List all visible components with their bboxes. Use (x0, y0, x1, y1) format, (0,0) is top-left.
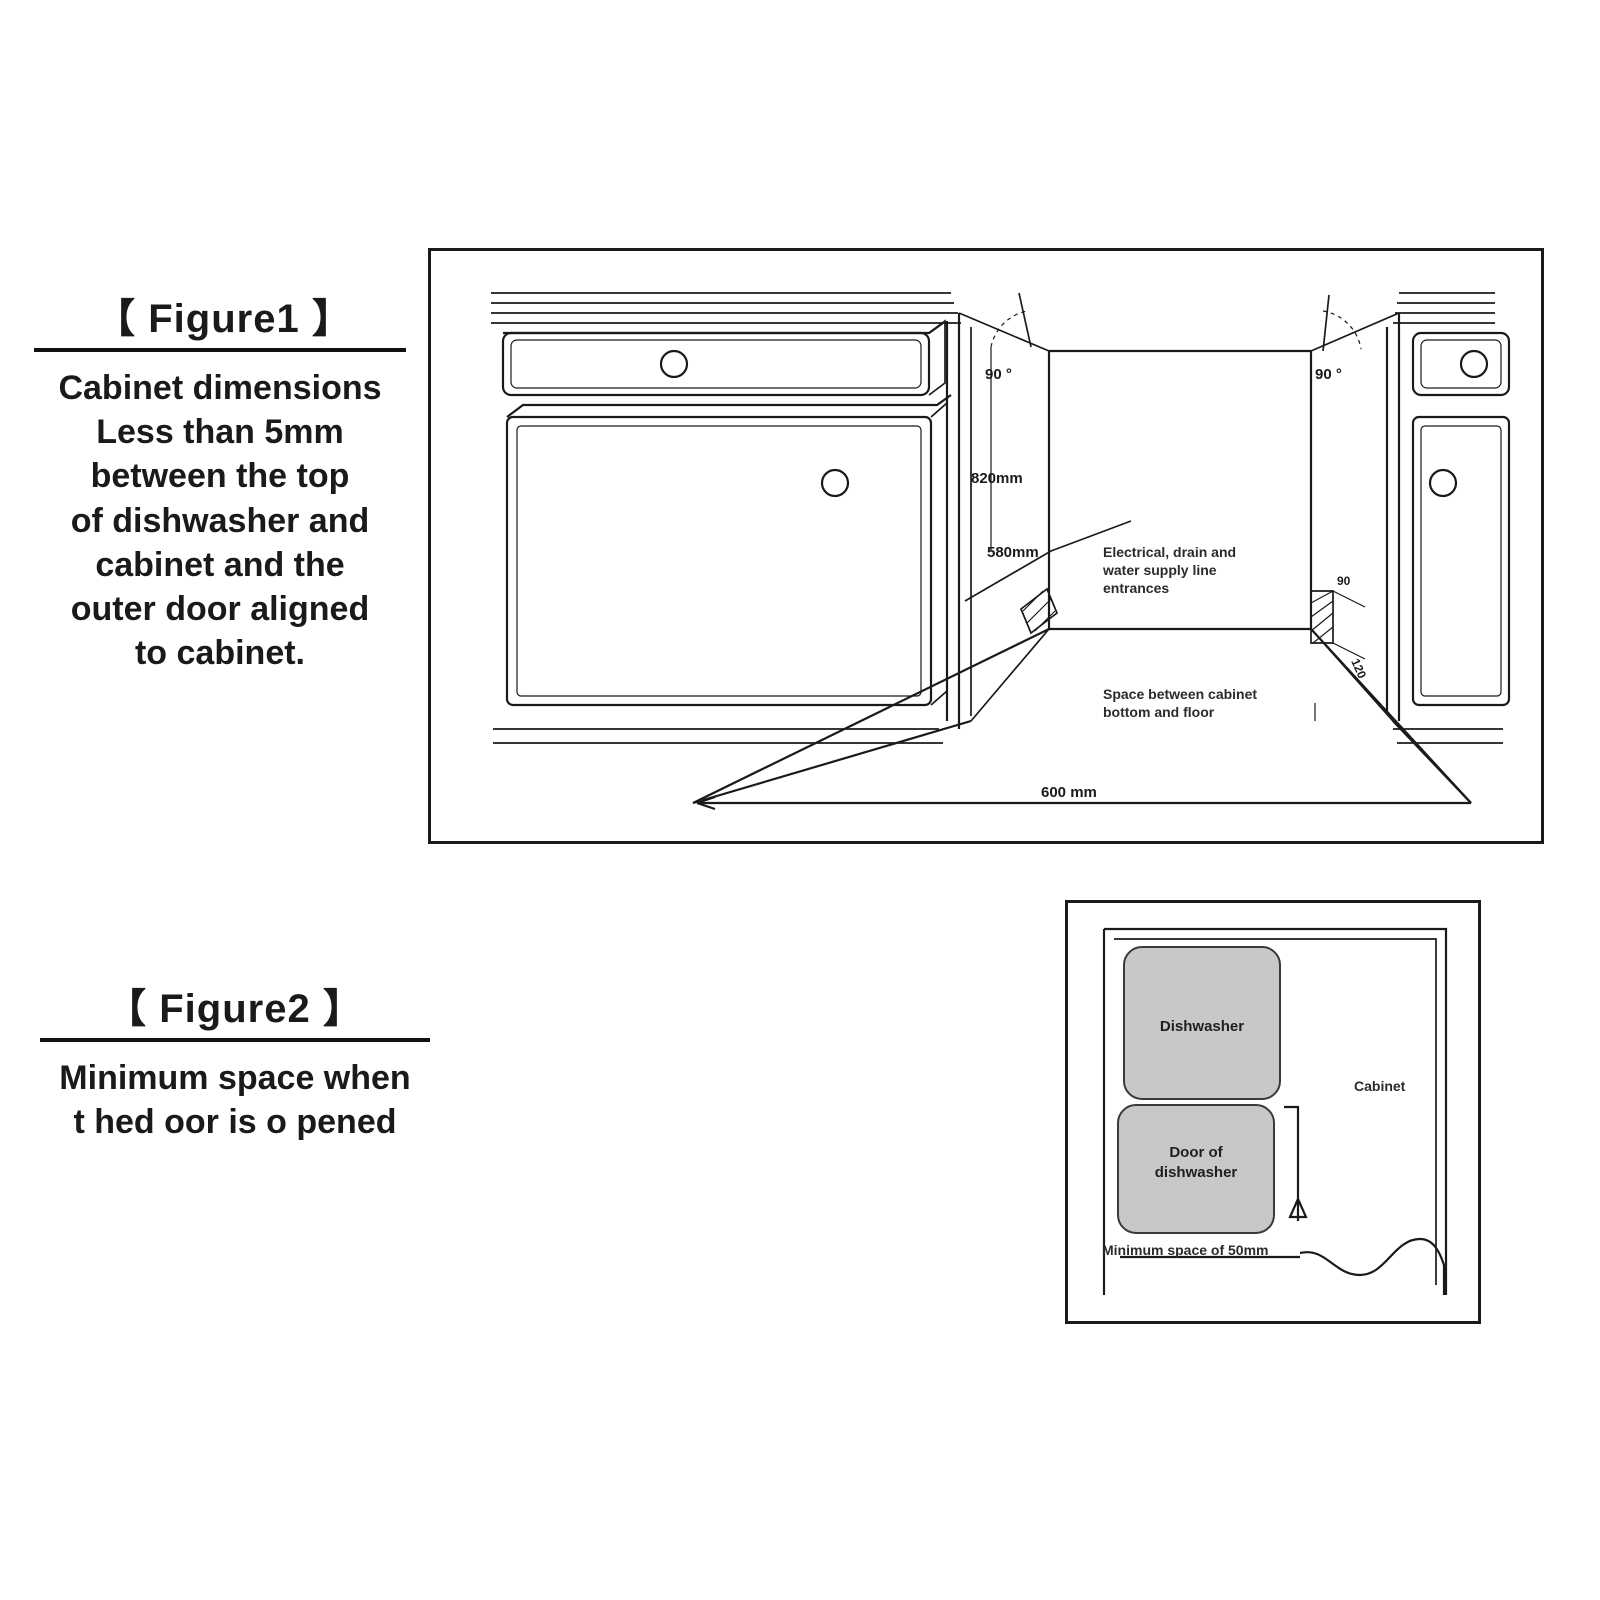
minimum-space-annotation: Minimum space of 50mm (1102, 1242, 1269, 1258)
width-dimension-label: 600 mm (1041, 784, 1097, 801)
figure2-description-line: t hed oor is o pened (73, 1103, 397, 1142)
figure1-description-line: to cabinet. (134, 634, 306, 673)
depth-dimension-label: 580mm (987, 544, 1039, 561)
door-swing-curve (1299, 1237, 1446, 1295)
figure2-title: 【 Figure2 】 (106, 987, 364, 1031)
angle-right-label: 90 ° (1315, 366, 1342, 383)
floor-gap-line-2: bottom and floor (1103, 704, 1215, 720)
corner-hatch-right (1310, 590, 1334, 644)
utility-line-1: Electrical, drain and (1103, 544, 1236, 560)
figure1-description-line: cabinet and the (95, 545, 345, 584)
cabinet-label-group: Cabinet (1354, 1078, 1406, 1094)
utility-line-3: entrances (1103, 580, 1169, 596)
corner-dimension-120: 120 (1348, 657, 1369, 681)
right-cabinet-door (1411, 415, 1511, 707)
corner-dimensions: 90 120 (1332, 574, 1369, 681)
figure1-description-line: Less than 5mm (96, 413, 344, 452)
cabinet-recess-opening (1047, 349, 1313, 631)
opening-left-edge (945, 313, 972, 729)
right-cabinet-drawer (1411, 331, 1511, 397)
figure1-description-line: Cabinet dimensions (58, 369, 382, 407)
figure2-svg: Dishwasher Door of dishwasher Cabinet (1102, 927, 1448, 1295)
figure1-drawing-panel: 90 ° 90 ° 820mm 580mm Electrical, drain … (428, 248, 1544, 844)
door-label-line1: Door of (1169, 1144, 1223, 1161)
minimum-space-arrow (1120, 1105, 1308, 1259)
cabinet-label: Cabinet (1354, 1078, 1406, 1094)
right-base-plinth (1393, 728, 1503, 744)
minimum-space-label: Minimum space of 50mm (1102, 1242, 1269, 1258)
utility-line-2: water supply line (1102, 562, 1217, 578)
figure1-title: 【 Figure1 】 (95, 297, 353, 341)
left-base-plinth (493, 728, 943, 744)
angle-marker-right: 90 ° (1315, 294, 1362, 383)
figure2-title-rule (40, 1038, 430, 1042)
height-dimension-label: 820mm (971, 470, 1023, 487)
angle-marker-left: 90 ° (985, 292, 1032, 383)
figure2-drawing-panel: Dishwasher Door of dishwasher Cabinet (1065, 900, 1481, 1324)
opening-right-edge (1385, 313, 1401, 721)
depth-dimension: 580mm (964, 520, 1132, 602)
figure1-description-line: outer door aligned (70, 589, 370, 628)
figure1-description: Cabinet dimensions Less than 5mm between… (34, 366, 406, 675)
left-cabinet-door (505, 394, 952, 707)
figure2-description: Minimum space when t hed oor is o pened (40, 1056, 430, 1144)
figure1-svg: 90 ° 90 ° 820mm 580mm Electrical, drain … (491, 292, 1511, 811)
left-cabinet-drawer (501, 319, 946, 397)
angle-left-label: 90 ° (985, 366, 1012, 383)
floor-gap-annotation: Space between cabinet bottom and floor (1103, 686, 1316, 721)
corner-dimension-90: 90 (1337, 574, 1351, 588)
figure2-caption: 【 Figure2 】 Minimum space when t hed oor… (40, 976, 430, 1144)
floor-gap-line-1: Space between cabinet (1103, 686, 1257, 702)
utility-entrance-annotation: Electrical, drain and water supply line … (1102, 544, 1236, 596)
dishwasher-label: Dishwasher (1160, 1018, 1244, 1035)
dishwasher-box: Dishwasher (1123, 946, 1281, 1100)
floor-perspective (692, 628, 1472, 805)
figure1-title-rule (34, 348, 406, 352)
figure1-description-line: of dishwasher and (70, 501, 370, 540)
figure2-description-line: Minimum space when (59, 1059, 411, 1097)
corner-hatch-left (1019, 587, 1059, 635)
dishwasher-door-box: Door of dishwasher (1117, 1104, 1275, 1234)
left-counter-top (491, 292, 961, 324)
height-dimension: 820mm (971, 347, 1023, 551)
figure1-description-line: between the top (90, 457, 350, 496)
width-dimension: 600 mm (696, 784, 1471, 811)
figure1-caption: 【 Figure1 】 Cabinet dimensions Less than… (34, 286, 406, 675)
cabinet-plan-outline (1102, 927, 1448, 1295)
door-label-line2: dishwasher (1155, 1164, 1238, 1181)
right-counter-top (1393, 292, 1495, 324)
